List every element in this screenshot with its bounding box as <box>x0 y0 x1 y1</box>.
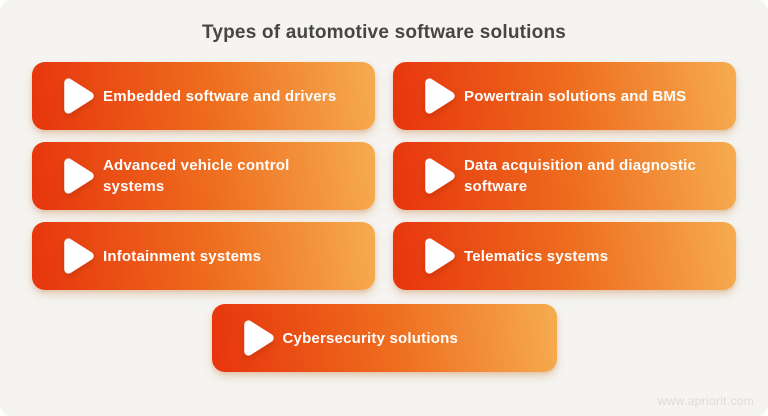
play-icon <box>243 320 274 356</box>
play-icon <box>425 238 455 274</box>
card-data-acquisition: Data acquisition and diagnostic software <box>393 142 736 210</box>
card-label: Infotainment systems <box>103 247 262 265</box>
card-label: Telematics systems <box>464 247 609 265</box>
card-powertrain: Powertrain solutions and BMS <box>393 62 736 130</box>
card-vehicle-control: Advanced vehicle control systems <box>32 142 375 210</box>
play-icon <box>425 78 455 114</box>
play-icon <box>64 238 94 274</box>
play-icon <box>425 158 455 194</box>
card-telematics: Telematics systems <box>393 222 736 290</box>
cards-grid: Embedded software and drivers Powertrain… <box>0 62 768 290</box>
card-label: Data acquisition and diagnostic software <box>464 157 697 195</box>
card-label: Embedded software and drivers <box>103 87 337 105</box>
card-embedded-software: Embedded software and drivers <box>32 62 375 130</box>
card-label: Advanced vehicle control systems <box>103 157 290 195</box>
card-label: Powertrain solutions and BMS <box>464 87 687 105</box>
bottom-row: Cybersecurity solutions <box>0 304 768 372</box>
card-infotainment: Infotainment systems <box>32 222 375 290</box>
watermark: www.apriorit.com <box>657 394 754 408</box>
play-icon <box>64 158 94 194</box>
card-label: Cybersecurity solutions <box>282 329 458 347</box>
play-icon <box>64 78 94 114</box>
card-cybersecurity: Cybersecurity solutions <box>211 304 557 372</box>
page-title: Types of automotive software solutions <box>201 22 567 43</box>
